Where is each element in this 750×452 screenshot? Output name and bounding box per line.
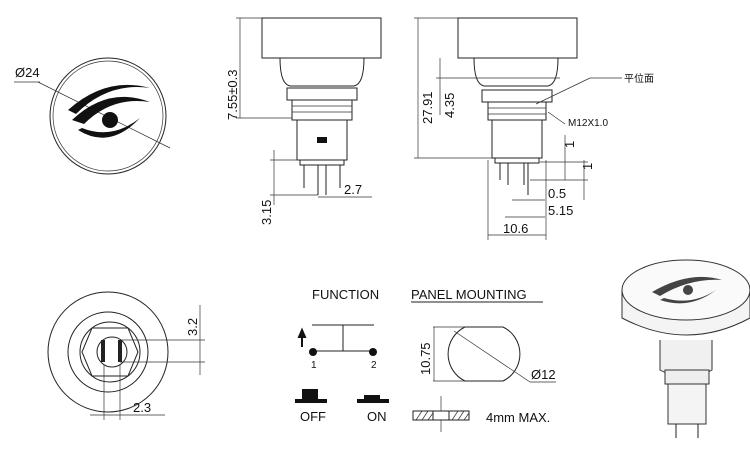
panel-section-icon — [412, 396, 470, 432]
function-title: FUNCTION — [312, 287, 379, 302]
pin-spacing-label: 2.7 — [344, 182, 362, 197]
off-state-icon — [295, 389, 327, 403]
pin-offset-label: 5.15 — [548, 203, 573, 218]
arrow-up-icon — [297, 327, 307, 347]
pin-step-label-2: 1 — [580, 163, 595, 170]
thickness-label: 4mm MAX. — [486, 410, 550, 425]
pin-width-label: 0.5 — [548, 186, 566, 201]
diameter-label: Ø24 — [15, 65, 40, 80]
total-height-label: 27.91 — [420, 91, 435, 124]
flat-label: 10.75 — [418, 342, 433, 375]
height-label: 7.55±0.3 — [225, 69, 240, 120]
bottom-view: 3.2 2.3 — [47, 291, 205, 420]
body-width-label: 10.6 — [503, 221, 528, 236]
thread-label: M12X1.0 — [568, 118, 608, 129]
hole-label: Ø12 — [531, 367, 556, 382]
pin-label: 2.3 — [133, 400, 151, 415]
top-view: Ø24 — [14, 57, 171, 175]
flat-face-label: 平位面 — [624, 72, 654, 85]
panel-mounting-title: PANEL MOUNTING — [411, 287, 527, 302]
function-section: FUNCTION 1 2 OFF ON — [295, 287, 389, 424]
side-view-left: 7.55±0.3 3.15 2.7 — [225, 17, 382, 225]
pin-length-label: 3.15 — [259, 200, 274, 225]
on-state-icon — [357, 395, 389, 403]
terminal-1-label: 1 — [311, 360, 317, 371]
side-view-right: 27.91 4.35 平位面 M12X1.0 1 1 0.5 5.15 10.6 — [414, 17, 654, 240]
product-3d-view — [621, 259, 750, 438]
eye-logo-icon — [652, 276, 722, 304]
eye-logo-icon — [68, 84, 150, 138]
off-label: OFF — [300, 409, 326, 424]
pin-step-label-1: 1 — [562, 141, 577, 148]
panel-mounting-section: PANEL MOUNTING 10.75 Ø12 4mm MAX. — [411, 287, 556, 432]
terminal-2-label: 2 — [371, 360, 377, 371]
dome-height-label: 4.35 — [442, 93, 457, 118]
on-label: ON — [367, 409, 387, 424]
offset-label: 3.2 — [185, 318, 200, 336]
